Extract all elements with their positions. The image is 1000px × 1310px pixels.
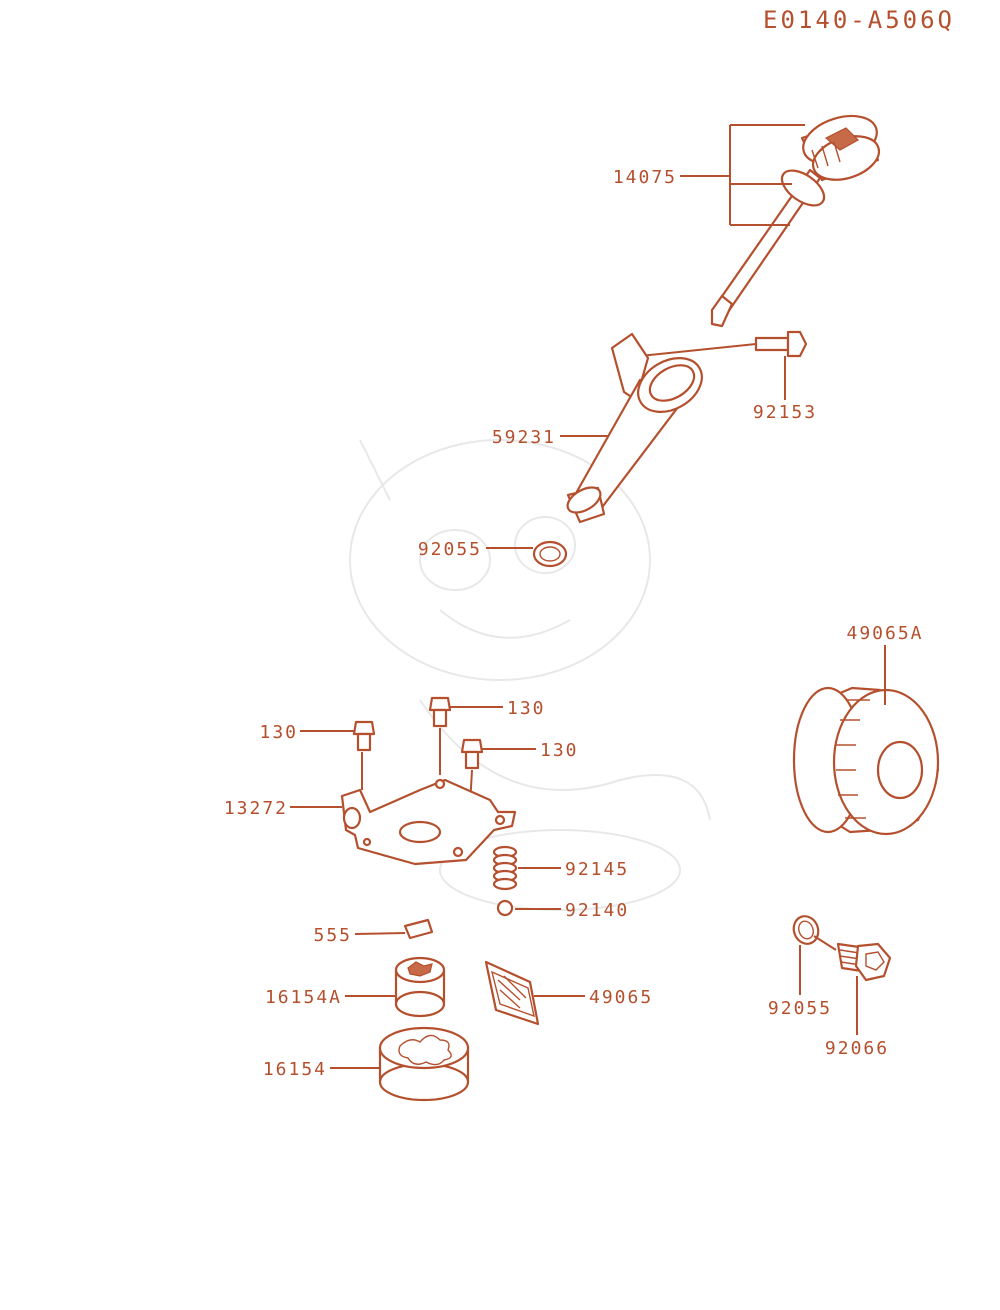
oil-filter-drawing [792,686,940,836]
part-label-pump-cover: 13272 [224,798,288,819]
part-label-bolt-left: 130 [259,722,298,743]
o-ring-tube-drawing [532,540,568,568]
spring-drawing [492,845,518,891]
oil-cap-dipstick-drawing [710,114,881,328]
part-label-oil-filler-tube: 59231 [492,427,556,448]
bolt-right-drawing [460,738,484,770]
part-label-oil-cap-dipstick: 14075 [613,167,677,188]
drain-plug-drawing [836,942,892,982]
oil-filler-tube-drawing [566,332,703,524]
bolt-center-drawing [428,696,452,728]
bolt-left-drawing [352,720,376,752]
screen-drawing [484,960,540,1026]
pump-cover-drawing [340,778,517,866]
inner-rotor-drawing [394,956,446,1018]
part-label-o-ring-plug: 92055 [768,998,832,1019]
part-label-o-ring-tube: 92055 [418,539,482,560]
part-label-bolt-center: 130 [507,698,546,719]
part-label-inner-rotor: 16154A [265,987,342,1008]
part-label-ball: 92140 [565,900,629,921]
pin-drawing [403,918,434,940]
part-label-outer-rotor: 16154 [263,1059,327,1080]
ball-drawing [496,899,514,917]
part-label-spring: 92145 [565,859,629,880]
outer-rotor-drawing [378,1026,470,1102]
diagram-code: E0140-A506Q [763,6,955,34]
part-label-pin: 555 [313,925,352,946]
part-label-screen: 49065 [589,987,653,1008]
part-label-bolt-right: 130 [540,740,579,761]
part-label-drain-plug: 92066 [825,1038,889,1059]
o-ring-plug-drawing [792,915,820,945]
flange-bolt-top-drawing [754,330,808,358]
part-label-oil-filter: 49065A [846,623,923,644]
part-label-bolt-top: 92153 [753,402,817,423]
